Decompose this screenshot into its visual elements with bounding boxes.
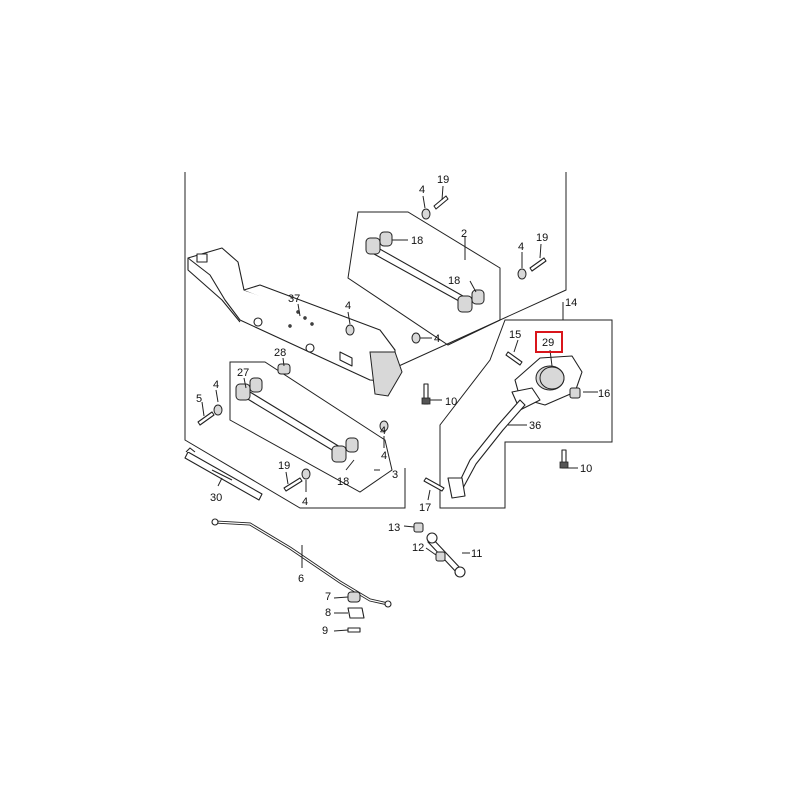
callout-4-top: 4 [419,184,425,196]
washer-4-bottom [301,468,311,480]
callout-4-center: 4 [345,300,351,312]
callout-4-right: 4 [518,241,524,253]
strut-30 [184,447,263,501]
bolt-15 [505,351,523,366]
bolt-9 [347,627,361,633]
washer-4-lower [379,420,389,432]
callout-19-lower: 19 [278,460,290,472]
group-outline-knuckle [439,319,613,509]
lower-lateral-arm-3 [235,377,359,463]
washer-4-center [345,324,355,336]
washer-4-right [517,268,527,280]
callout-3: 3 [392,469,398,481]
callout-18-lower: 18 [337,476,349,488]
bolt-19-lower [283,477,303,492]
callout-4-left: 4 [213,379,219,391]
callout-13: 13 [388,522,400,534]
callout-37: 37 [288,293,300,305]
callout-12: 12 [412,542,424,554]
bushing-7 [347,591,361,603]
callout-11: 11 [471,548,482,560]
callout-19-right: 19 [536,232,548,244]
callout-4-arm: 4 [434,333,440,345]
callout-16: 16 [598,388,610,400]
callout-29: 29 [542,337,554,349]
callout-6: 6 [298,573,304,585]
bolt-19-right [529,257,547,272]
leader-lines [201,185,598,632]
callout-10-right: 10 [580,463,592,475]
washer-4-left [213,404,223,416]
bolt-19-top [433,195,449,210]
callout-19-top: 19 [437,174,449,186]
group-outline-lower-arm [229,361,393,493]
group-outline-main [184,172,567,509]
stabilizer-bar-6 [211,518,392,608]
group-outline-upper-arm [347,211,501,346]
callout-2: 2 [461,228,467,240]
callout-36: 36 [529,420,541,432]
callout-5: 5 [196,393,202,405]
callout-14: 14 [565,297,577,309]
bushing-29 [539,366,565,390]
callout-17: 17 [419,502,431,514]
callout-18-mid: 18 [448,275,460,287]
bolt-10-center [421,383,431,405]
washer-4-top [421,208,431,220]
crossmember-37 [187,247,403,397]
callout-15: 15 [509,329,521,341]
callout-18-upper: 18 [411,235,423,247]
upper-lateral-arm-2 [365,231,485,313]
callout-28: 28 [274,347,286,359]
bolt-5 [197,411,215,426]
callout-labels: 19 4 2 18 19 4 18 37 4 14 4 15 29 28 27 … [196,174,610,637]
bolt-10-right [559,449,569,469]
callout-4-lower: 4 [380,425,386,437]
callout-9: 9 [322,625,328,637]
bolt-17 [423,477,445,492]
trailing-link-36 [447,399,526,499]
stabilizer-link-11 [426,532,466,578]
nut-13 [413,522,424,533]
callout-4-bottom-right: 4 [381,450,387,462]
callout-8: 8 [325,607,331,619]
washer-4-arm [411,332,421,344]
callout-30: 30 [210,492,222,504]
callout-27: 27 [237,367,249,379]
callout-4-bottom: 4 [302,496,308,508]
nut-12 [435,551,446,562]
highlight-box-29 [535,331,563,353]
clamp-8 [347,607,365,619]
nut-16 [569,387,581,399]
callout-10-center: 10 [445,396,457,408]
callout-7: 7 [325,591,331,603]
